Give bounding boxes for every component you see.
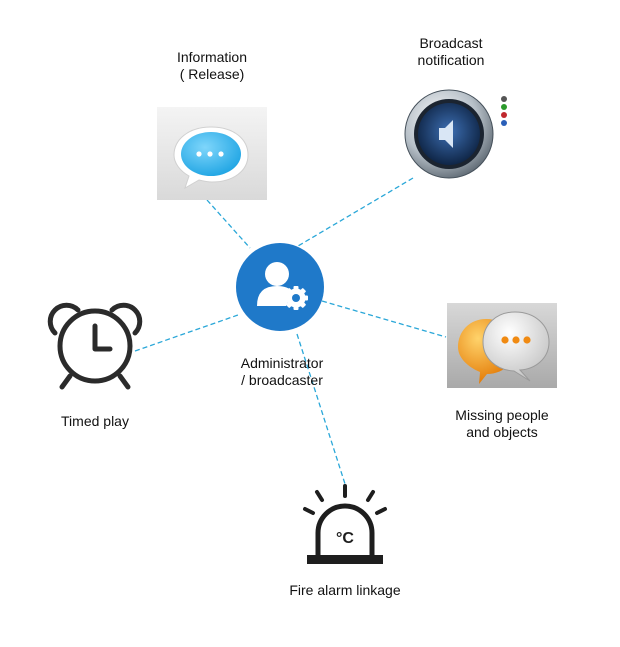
connector-broadcast [297, 177, 414, 247]
missing-label: Missing people and objects [432, 407, 572, 441]
timed-play-label: Timed play [35, 413, 155, 430]
status-dots [501, 96, 507, 126]
fire-alarm-label-line1: Fire alarm linkage [289, 582, 401, 598]
broadcast-label-line2: notification [417, 52, 485, 68]
chat-bubbles-icon [458, 311, 550, 384]
administrator-node [236, 243, 324, 331]
information-node [157, 107, 267, 200]
chat-bubble-icon [173, 126, 249, 190]
user-gear-icon [257, 262, 308, 310]
speaker-icon [404, 89, 494, 179]
information-label-line1: Information [176, 49, 248, 65]
administrator-label-line1: Administrator [240, 355, 324, 371]
fire-icon-text: °C [336, 530, 354, 547]
connector-fire [296, 333, 347, 488]
timed-play-label-line1: Timed play [61, 413, 129, 429]
siren-icon: °C [303, 484, 387, 564]
missing-node [447, 303, 557, 388]
fire-alarm-label: Fire alarm linkage [265, 582, 425, 599]
information-label: Information ( Release) [142, 49, 282, 83]
connector-timed [134, 314, 239, 352]
connector-information [206, 199, 251, 249]
broadcast-label-line1: Broadcast [419, 35, 483, 51]
connector-lines [134, 177, 447, 488]
administrator-label: Administrator / broadcaster [212, 355, 352, 389]
connector-missing [321, 300, 447, 338]
missing-label-line1: Missing people [455, 407, 549, 423]
broadcast-label: Broadcast notification [381, 35, 521, 69]
alarm-clock-icon [47, 302, 143, 390]
administrator-label-line2: / broadcaster [241, 372, 323, 388]
information-label-line2: ( Release) [179, 66, 245, 82]
broadcast-node [404, 89, 507, 179]
missing-label-line2: and objects [466, 424, 538, 440]
